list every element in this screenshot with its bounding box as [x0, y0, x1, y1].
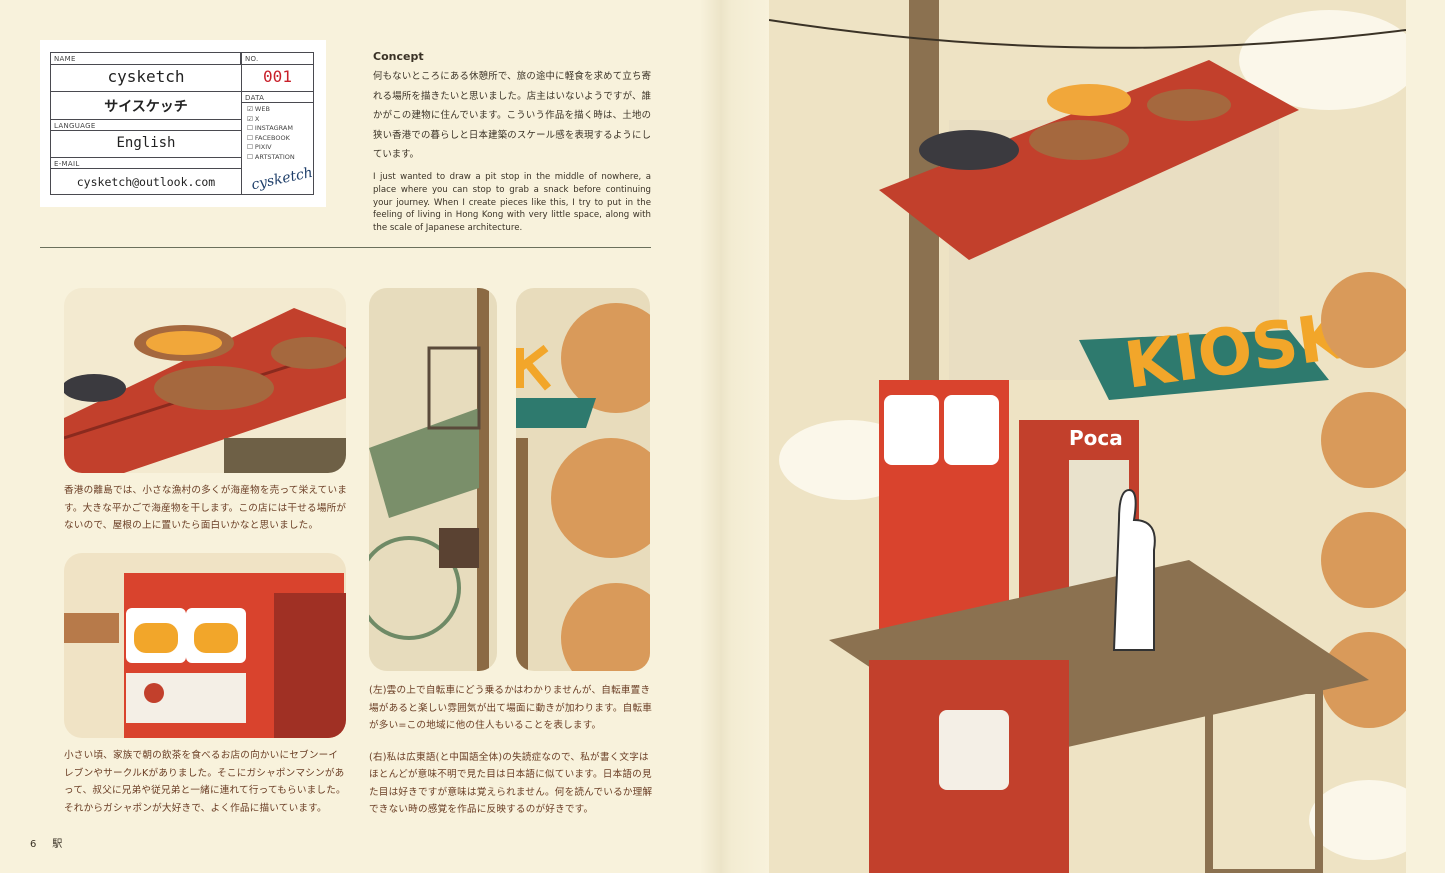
checklist-item: ☑ WEB [247, 105, 270, 113]
section-title: 駅 [52, 839, 63, 850]
email-label: E-MAIL [54, 160, 80, 168]
caption-capsule: 小さい頃、家族で朝の飲茶を食べるお店の向かいにセブンーイレブンやサークルKがあり… [64, 750, 346, 814]
book-gutter [700, 0, 770, 873]
page-number: 6 [30, 839, 37, 850]
no-value: 001 [263, 67, 292, 86]
checklist-item: ☐ INSTAGRAM [247, 124, 293, 133]
detail-roof-illustration [64, 288, 346, 473]
page-footer: 6 駅 [30, 835, 62, 850]
divider [40, 247, 651, 248]
caption-roof: 香港の離島では、小さな漁村の多くが海産物を売って栄えています。大きな平かごで海産… [64, 485, 348, 531]
checklist-item: ☐ ARTSTATION [247, 152, 295, 161]
profile-card: NAME cysketch サイスケッチ LANGUAGE English E-… [40, 40, 326, 207]
language-value: English [116, 135, 176, 151]
caption-right: (右)私は広東語(と中国語全体)の失読症なので、私が書く文字はほとんどが意味不明… [369, 751, 653, 816]
concept-text-en: I just wanted to draw a pit stop in the … [373, 171, 651, 234]
name-label: NAME [54, 55, 76, 63]
vending-label: Poca [1069, 426, 1123, 450]
name-value: cysketch [107, 67, 185, 86]
checklist-item: ☐ FACEBOOK [247, 133, 290, 142]
caption-left: (左)雲の上で自転車にどう乗るかはわかりませんが、自転車置き場があると楽しい雰囲… [369, 685, 653, 731]
signature: cysketch [250, 164, 315, 194]
detail-bicycle-illustration [369, 288, 497, 671]
data-label: DATA [245, 94, 265, 102]
detail-capsule-illustration [64, 553, 346, 738]
checklist-item: ☑ X [247, 114, 260, 123]
detail-sign-illustration [516, 288, 650, 671]
data-checklist: ☑ WEB ☑ X ☐ INSTAGRAM ☐ FACEBOOK ☐ PIXIV… [247, 105, 295, 163]
concept-section: Concept 何もないところにある休憩所で、旅の途中に軽食を求めて立ち寄れる場… [373, 50, 651, 235]
captions-column: (左)雲の上で自転車にどう乗るかはわかりませんが、自転車置き場があると楽しい雰囲… [369, 682, 654, 819]
concept-text-jp: 何もないところにある休憩所で、旅の途中に軽食を求めて立ち寄れる場所を描きたいと思… [373, 71, 651, 161]
no-label: NO. [245, 55, 259, 63]
name-kana: サイスケッチ [104, 99, 188, 115]
kiosk-illustration: KIOSK Poca [769, 0, 1406, 873]
checklist-item: ☐ PIXIV [247, 143, 272, 152]
language-label: LANGUAGE [54, 122, 96, 130]
concept-heading: Concept [373, 50, 424, 63]
email-value: cysketch@outlook.com [76, 175, 216, 189]
